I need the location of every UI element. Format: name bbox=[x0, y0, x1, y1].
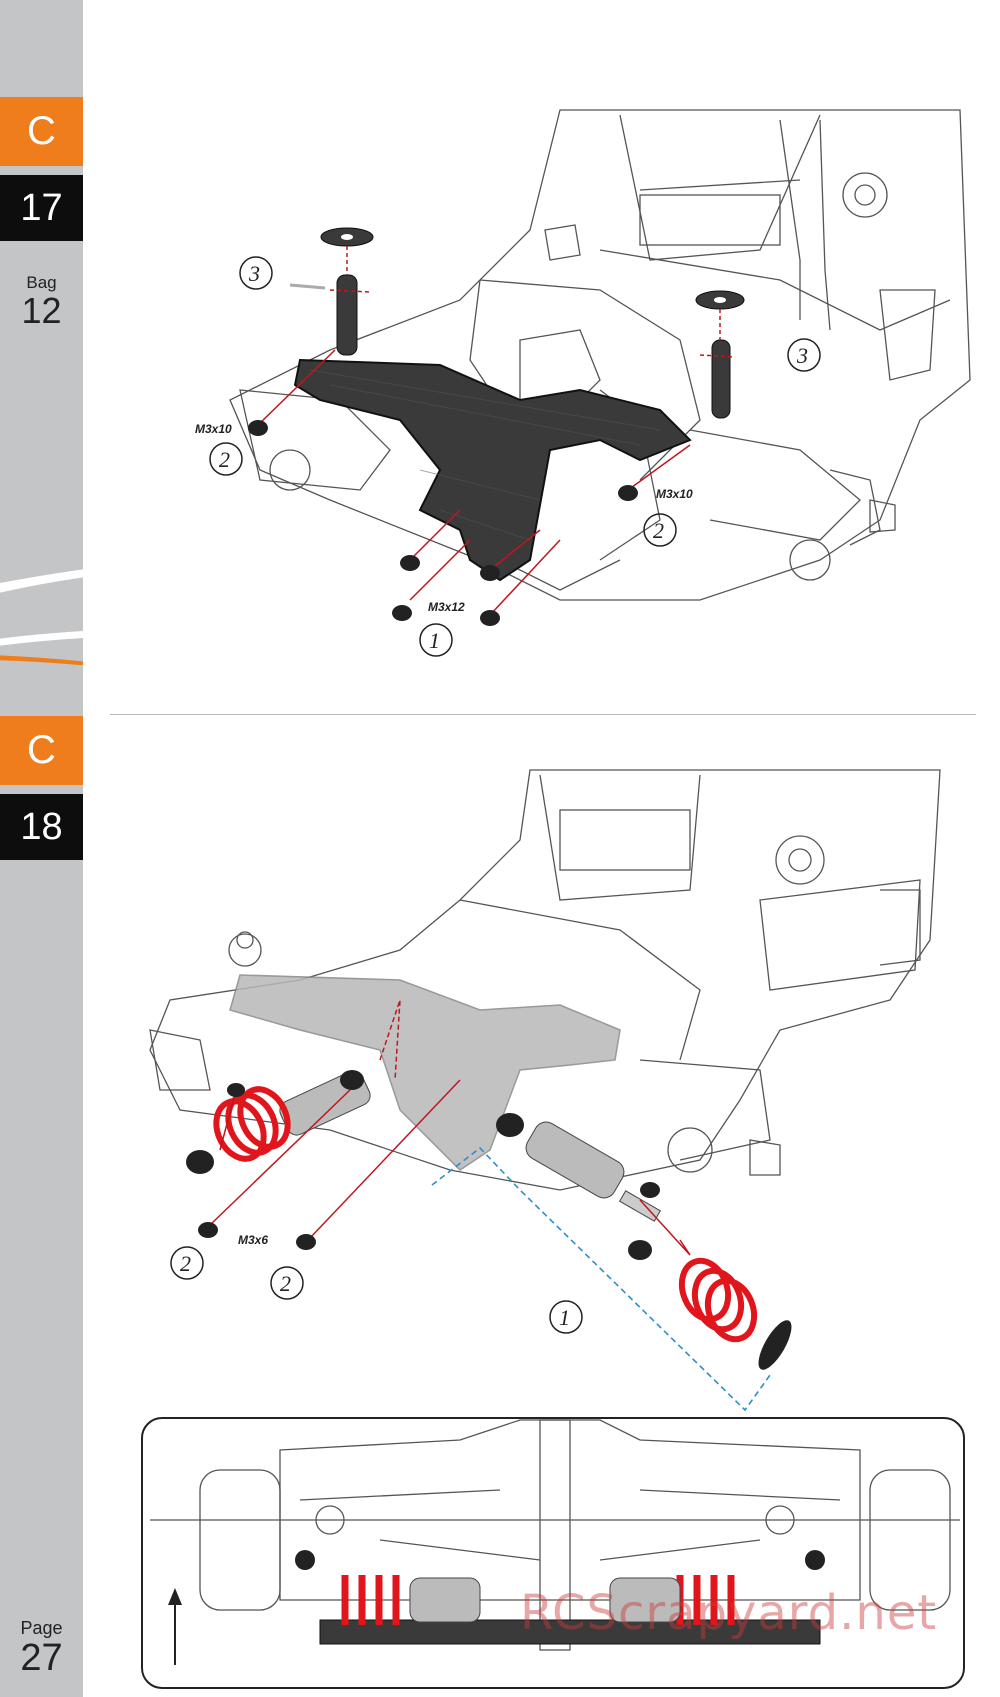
callout-2-left: 2 bbox=[180, 1251, 191, 1276]
right-shock-assembly bbox=[496, 1113, 792, 1370]
step-18-letter: C bbox=[0, 716, 83, 785]
screw-label-m3x10-left: M3x10 bbox=[195, 422, 232, 436]
step-17-diagram: M3x10 M3x10 M3x12 3 2 3 2 1 bbox=[195, 109, 971, 657]
bag-indicator: Bag 12 bbox=[0, 274, 83, 330]
page-number: 27 bbox=[20, 1637, 63, 1679]
left-shock-assembly bbox=[186, 1070, 371, 1174]
callout-3-left: 3 bbox=[248, 261, 260, 286]
callout-1: 1 bbox=[429, 628, 440, 653]
screw-label-m3x6: M3x6 bbox=[238, 1233, 268, 1247]
rear-view-inset bbox=[141, 1417, 965, 1689]
callout-2-center: 2 bbox=[280, 1271, 291, 1296]
callout-1: 1 bbox=[559, 1305, 570, 1330]
screw-label-m3x10-right: M3x10 bbox=[656, 487, 693, 501]
sidebar-swoosh bbox=[0, 569, 83, 665]
shock-tower-plate-ghost bbox=[229, 974, 621, 1171]
step-17-letter: C bbox=[0, 97, 83, 166]
page-label: Page bbox=[20, 1618, 63, 1638]
screw-label-m3x12: M3x12 bbox=[428, 600, 465, 614]
step-divider bbox=[110, 714, 976, 715]
bag-number: 12 bbox=[21, 290, 62, 331]
callout-3-right: 3 bbox=[796, 343, 808, 368]
callout-2-left: 2 bbox=[219, 447, 230, 472]
step-18-number: 18 bbox=[0, 794, 83, 860]
page-indicator: Page 27 bbox=[0, 1618, 83, 1678]
shock-tower-plate bbox=[293, 358, 692, 582]
watermark: RCScrapyard.net bbox=[520, 1585, 938, 1641]
step-17-number: 17 bbox=[0, 175, 83, 241]
bag-label: Bag bbox=[26, 273, 57, 292]
callout-2-right: 2 bbox=[653, 518, 664, 543]
